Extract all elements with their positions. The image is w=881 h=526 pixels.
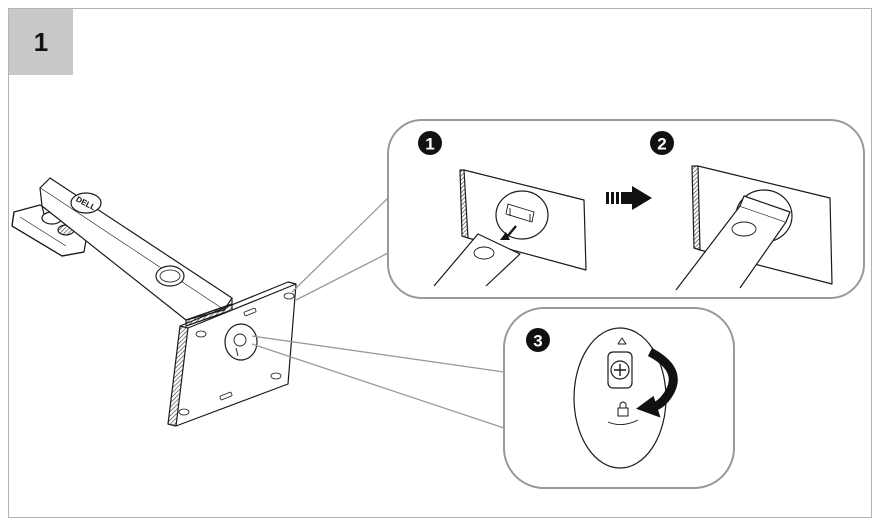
step-number-badge: 1 [9, 9, 73, 75]
stand-base [11, 204, 89, 257]
unlock-triangle-icon [617, 337, 627, 345]
step-2-drawing [675, 165, 833, 291]
callout-3-label: 3 [533, 332, 542, 351]
callout-panel-step-3: 3 [503, 307, 735, 489]
callout-2-label: 2 [657, 135, 666, 154]
callout-panel-steps-1-2: 1 2 [387, 119, 865, 299]
callout-1-label: 1 [425, 135, 434, 154]
callout-leader-lines [251, 197, 505, 429]
rotate-arrow-icon [636, 348, 678, 418]
callout-number-2: 2 [650, 131, 674, 155]
lock-icon [617, 401, 629, 417]
stand-arm: DELL [39, 177, 233, 327]
callout-number-1: 1 [418, 131, 442, 155]
arrow-right-icon [606, 186, 652, 210]
step-3-drawing [573, 327, 667, 469]
stand-mount-plate [167, 281, 297, 427]
step-1-drawing [433, 169, 587, 287]
callout-number-3: 3 [526, 328, 550, 352]
stand-assembly: DELL [11, 177, 297, 427]
dell-logo-icon [70, 192, 102, 214]
